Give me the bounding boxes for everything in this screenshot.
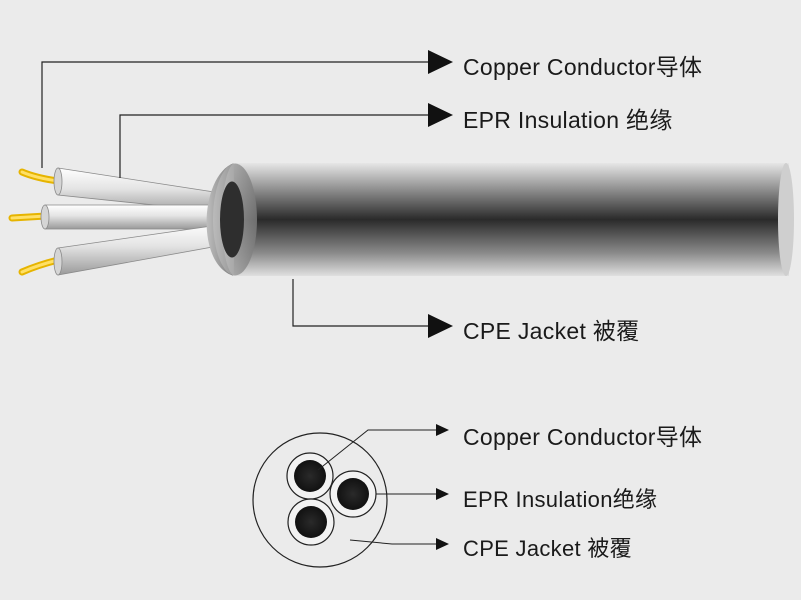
label-epr-insulation-section: EPR Insulation绝缘 xyxy=(463,487,658,512)
conductor-core xyxy=(337,478,369,510)
arrow-icon xyxy=(428,314,453,338)
arrow-icon xyxy=(436,488,449,500)
conductor-core xyxy=(294,460,326,492)
cpe-jacket-circle xyxy=(252,432,388,568)
label-copper-conductor-section: Copper Conductor导体 xyxy=(463,424,703,450)
cross-arrowheads xyxy=(436,424,449,550)
side-arrowheads xyxy=(428,50,453,338)
arrow-icon xyxy=(436,424,449,436)
label-cpe-jacket-section: CPE Jacket 被覆 xyxy=(463,536,632,561)
cpe-jacket-body xyxy=(206,163,794,276)
label-copper-conductor-side: Copper Conductor导体 xyxy=(463,54,703,80)
insulated-cores xyxy=(40,167,241,276)
label-epr-insulation-side: EPR Insulation 绝缘 xyxy=(463,107,673,133)
conductor-core xyxy=(295,506,327,538)
label-cpe-jacket-side: CPE Jacket 被覆 xyxy=(463,318,640,344)
cross-section-view xyxy=(252,424,449,568)
side-view xyxy=(8,50,794,338)
arrow-icon xyxy=(428,50,453,74)
cross-leader-lines xyxy=(317,429,438,545)
arrow-icon xyxy=(428,103,453,127)
side-leader-lines xyxy=(41,61,430,327)
arrow-icon xyxy=(436,538,449,550)
